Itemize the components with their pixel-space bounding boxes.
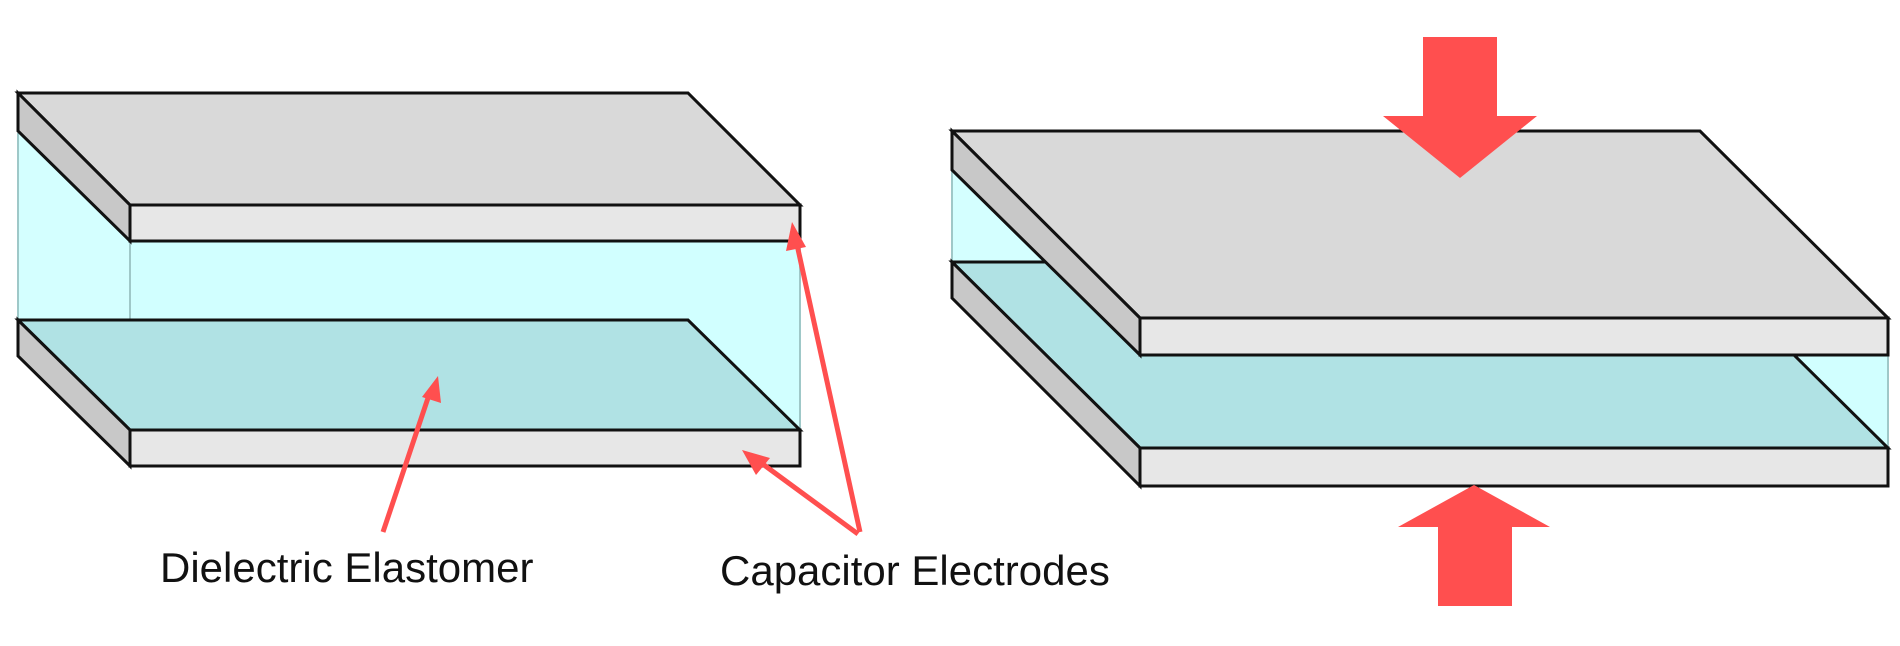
left-bottom-electrode-face bbox=[128, 428, 802, 468]
annotation-arrows bbox=[380, 222, 863, 537]
capacitor-electrodes-label: Capacitor Electrodes bbox=[720, 547, 1110, 594]
compressed-capacitor bbox=[948, 37, 1892, 606]
pointer-arrowhead-dielectric-icon bbox=[422, 376, 441, 403]
left-top-electrode-top bbox=[14, 91, 804, 207]
pointer-arrowhead-top-electrode-icon bbox=[786, 222, 806, 251]
right-bottom-electrode-face bbox=[1138, 446, 1890, 488]
uncompressed-capacitor bbox=[14, 89, 804, 470]
pointer-arrowhead-bottom-electrode-icon bbox=[742, 450, 770, 475]
pointer-arrow-dielectric-icon bbox=[380, 391, 433, 533]
left-bottom-electrode-top bbox=[14, 318, 804, 432]
left-top-electrode-face bbox=[128, 203, 802, 243]
compression-arrow-up-icon bbox=[1398, 485, 1550, 606]
pointer-arrow-top-electrode-icon bbox=[793, 239, 863, 533]
right-top-electrode-face bbox=[1138, 316, 1890, 357]
compression-arrow-down-icon bbox=[1383, 37, 1537, 178]
pointer-arrow-bottom-electrode-icon bbox=[758, 459, 860, 537]
dielectric-elastomer-label: Dielectric Elastomer bbox=[160, 544, 533, 591]
